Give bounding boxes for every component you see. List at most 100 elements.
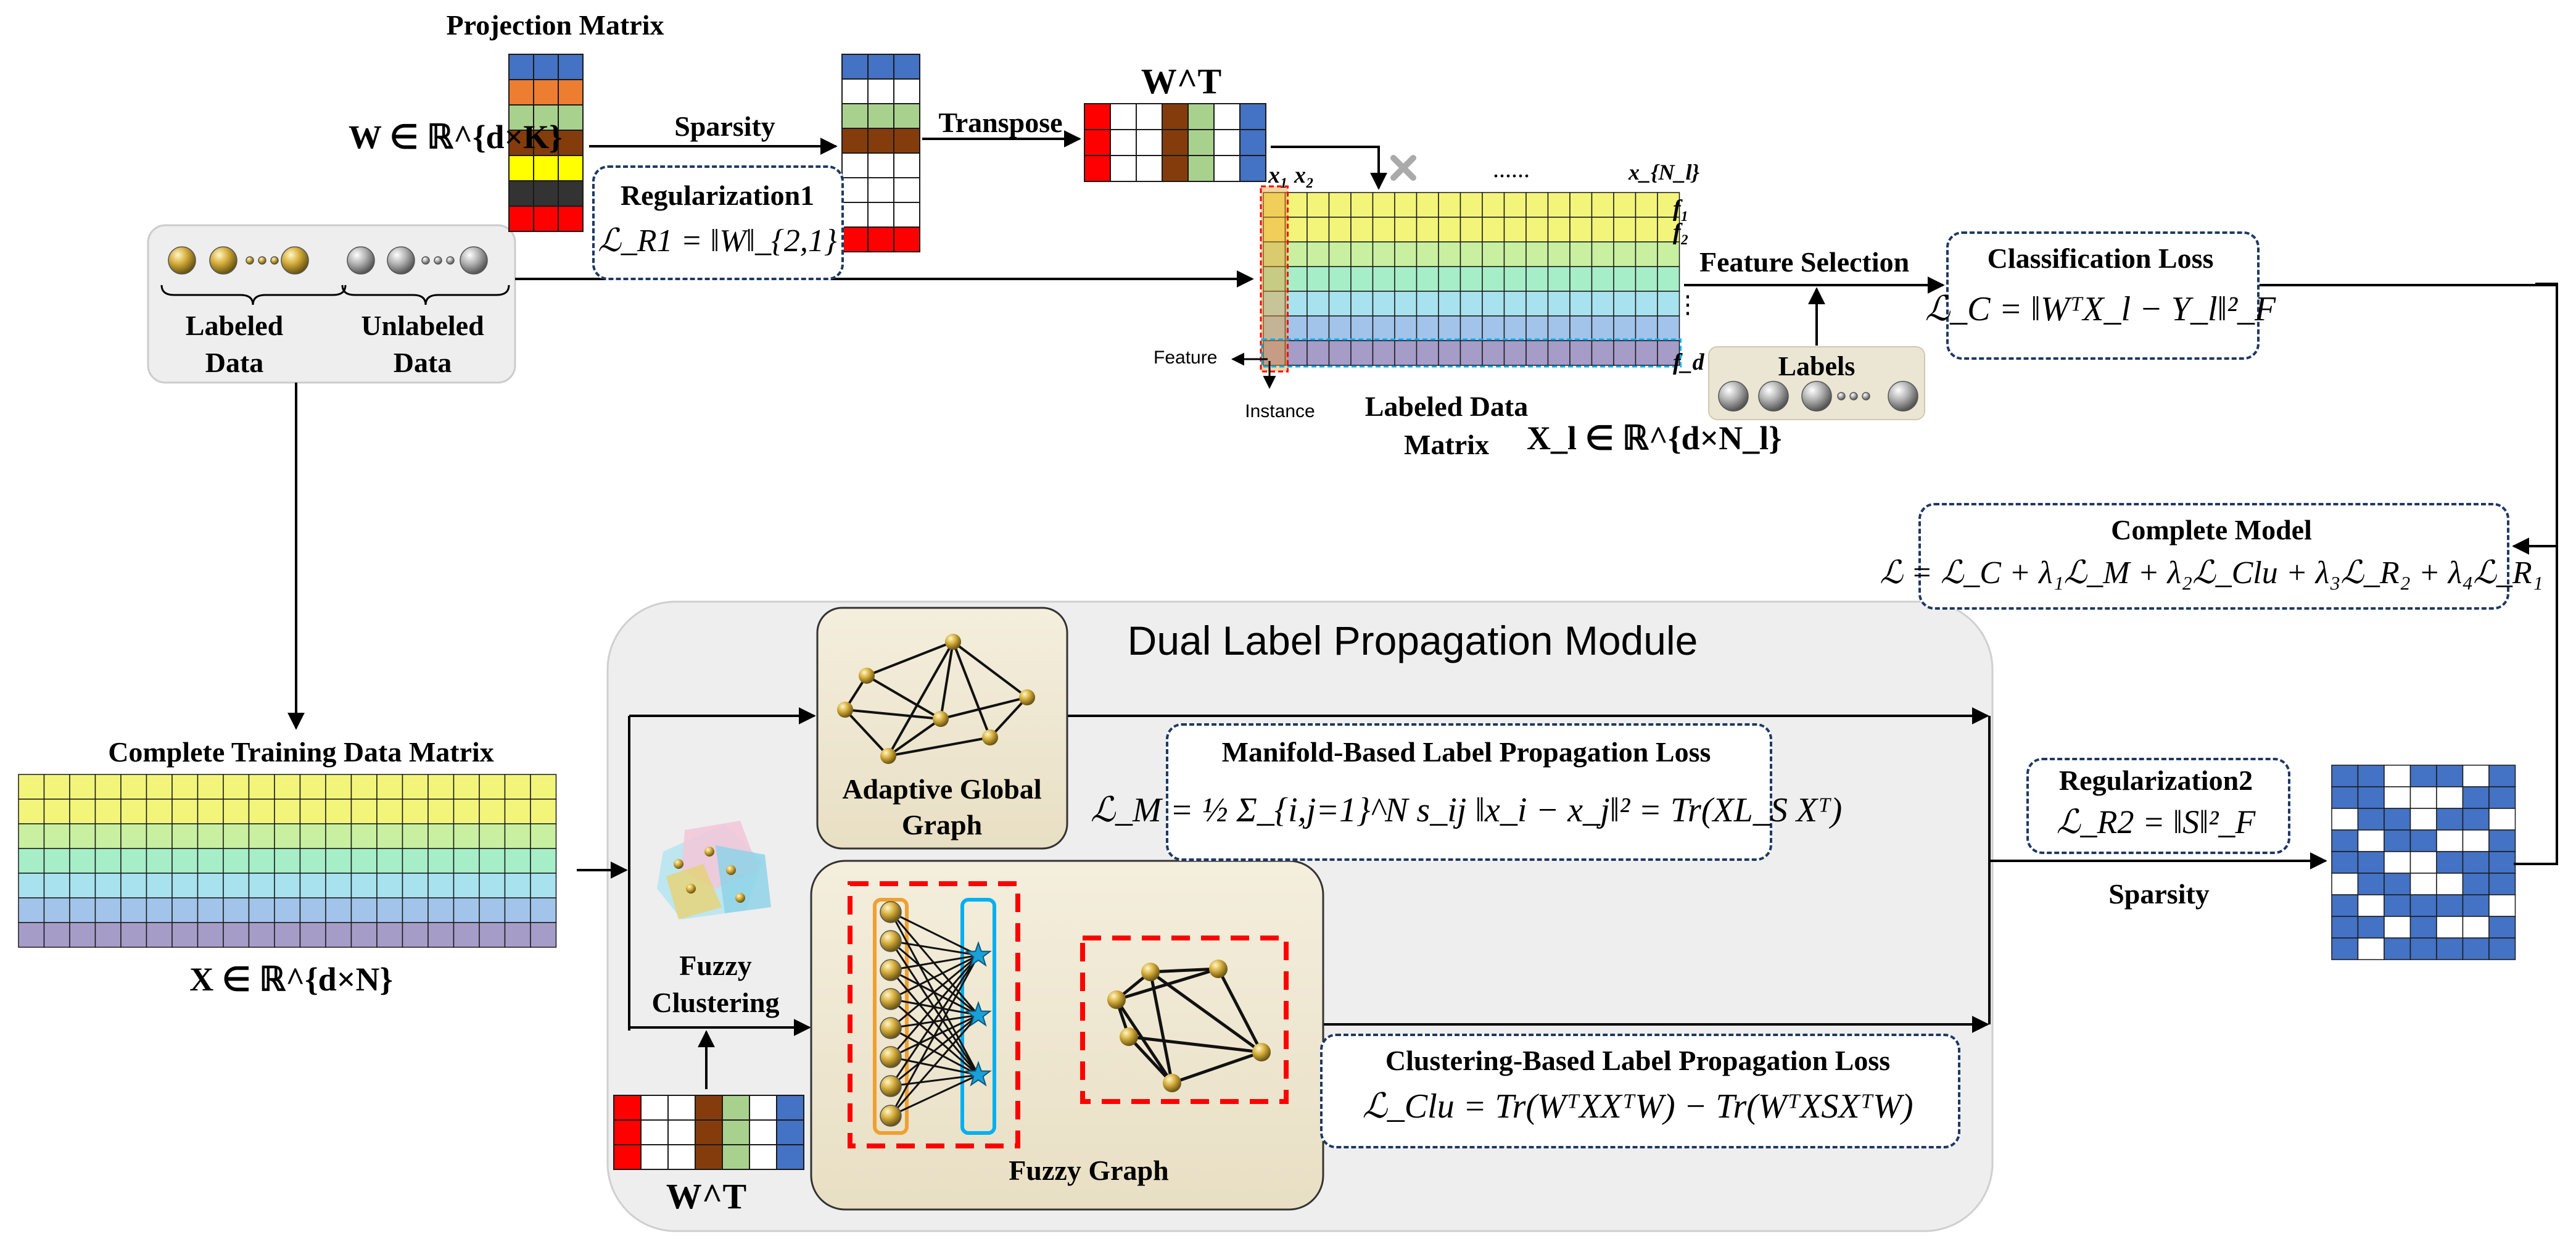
labeled-cell [1438, 266, 1461, 292]
labeled-cell [1635, 291, 1658, 317]
labeled-cell [1657, 241, 1680, 267]
labeled-cell [1569, 241, 1593, 267]
row-label-f2: f₂ [1673, 219, 1689, 245]
training-cell [171, 823, 199, 849]
labeled-cell [1394, 217, 1418, 243]
training-cell [479, 848, 506, 874]
labeled-cell [1569, 266, 1593, 292]
training-cell [427, 897, 455, 923]
sparsity-matrix-s [2331, 765, 2516, 960]
labeled-cell [1635, 217, 1658, 243]
sample-node [880, 1017, 902, 1039]
s-cell [2436, 765, 2464, 787]
training-cell [43, 922, 70, 948]
labeled-cell [1657, 266, 1680, 292]
labeled-cell [1547, 315, 1571, 341]
wt-cell [1110, 103, 1137, 130]
labeled-cell [1284, 266, 1308, 292]
labeled-cell [1591, 291, 1614, 317]
labeled-cell [1525, 315, 1549, 341]
training-cell [376, 774, 403, 800]
s-cell [2331, 829, 2359, 852]
training-cell [223, 799, 250, 824]
training-cell [146, 922, 173, 948]
training-cell [299, 873, 326, 898]
labeled-cell [1591, 241, 1614, 267]
labeled-cell [1263, 192, 1286, 218]
labeled-cell [1394, 241, 1418, 267]
labeled-cell [1372, 315, 1395, 341]
wt-cell [613, 1119, 642, 1145]
wt-cell [722, 1095, 750, 1121]
training-cell [223, 848, 250, 874]
labeled-cell [1328, 217, 1352, 243]
training-cell [530, 848, 557, 874]
training-cell [171, 799, 199, 824]
s-cell [2436, 829, 2464, 852]
sparse-matrix-w [841, 54, 920, 252]
fuzzy-sample-nodes [880, 901, 902, 1127]
s-cell [2409, 808, 2437, 831]
bipartite-edge [890, 940, 979, 956]
training-cell [402, 897, 429, 923]
sparse-w-cell [867, 103, 894, 129]
complete-model-formula: ℒ = ℒ_C + λ₁ℒ_M + λ₂ℒ_Clu + λ₃ℒ_R₂ + λ₄ℒ… [1880, 555, 2543, 591]
labeled-cell [1503, 266, 1527, 292]
training-cell [18, 774, 45, 800]
cluster-center-star [965, 1060, 992, 1087]
labeled-cell [1394, 340, 1418, 366]
training-cell [504, 799, 531, 824]
training-cell [325, 848, 352, 874]
col-label-x2: x₂ [1294, 162, 1315, 188]
fuzzy-clustering-icon [657, 821, 771, 919]
training-cell [120, 897, 147, 923]
training-cell [427, 922, 455, 948]
s-cell [2462, 916, 2490, 939]
wt-cell [749, 1144, 777, 1170]
wt-cell [722, 1119, 750, 1145]
labeled-cell [1657, 192, 1680, 218]
labeled-cell [1503, 192, 1527, 218]
fuzzy-center-column [960, 898, 996, 1135]
training-cell [69, 774, 96, 800]
unlabeled-brace [341, 284, 510, 305]
label-ball [1888, 381, 1918, 412]
training-cell [530, 799, 557, 824]
labeled-cell [1503, 340, 1527, 366]
wt-cell [613, 1095, 642, 1121]
training-cell [146, 848, 173, 874]
labeled-cell [1569, 291, 1593, 317]
labeled-cell [1438, 217, 1461, 243]
sample-node [880, 1046, 902, 1068]
labeled-cell [1503, 315, 1527, 341]
reg2-box [2026, 758, 2290, 854]
training-cell [453, 799, 480, 824]
labeled-cell [1547, 291, 1571, 317]
s-cell [2409, 851, 2437, 874]
s-cell [2357, 808, 2385, 831]
ellipsis-dot [446, 256, 455, 265]
wt-cell [749, 1095, 777, 1121]
adaptive-graph-nodes [837, 634, 1035, 764]
training-cell [479, 823, 506, 849]
labeled-cell [1416, 192, 1439, 218]
s-cell [2331, 916, 2359, 939]
labeled-cell [1350, 241, 1374, 267]
labeled-cell [1591, 192, 1614, 218]
labeled-cell [1525, 217, 1549, 243]
connectors [287, 130, 2558, 1089]
s-cell [2436, 937, 2464, 960]
training-cell [274, 922, 301, 948]
labeled-cell [1613, 192, 1637, 218]
s-cell [2357, 786, 2385, 809]
training-cell [530, 774, 557, 800]
labeled-cell [1328, 241, 1352, 267]
training-cell [376, 848, 403, 874]
labeled-cell [1284, 241, 1308, 267]
w-cell [508, 130, 534, 156]
training-cell [350, 897, 378, 923]
w-cell [533, 205, 559, 232]
wt-cell [1136, 129, 1163, 156]
training-cell [120, 774, 147, 800]
training-cell [350, 922, 378, 948]
